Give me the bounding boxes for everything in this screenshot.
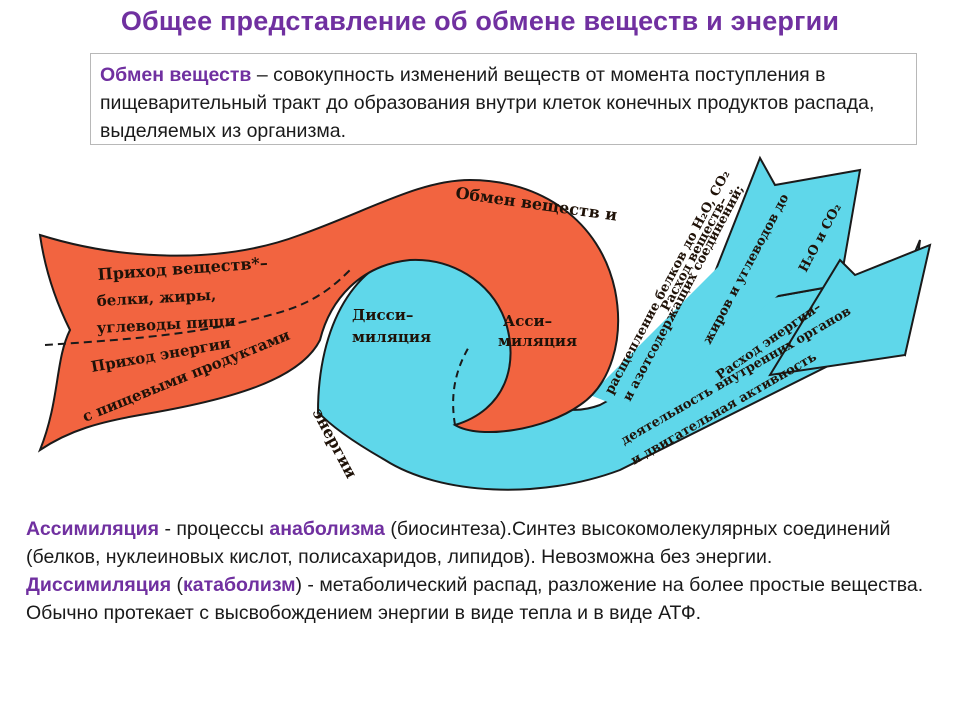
anabolism-term: анаболизма	[269, 518, 385, 540]
dissimilation-label-2: миляция	[352, 328, 431, 346]
dissimilation-term: Диссимиляция	[26, 574, 172, 596]
assimilation-term: Ассимиляция	[26, 518, 160, 540]
dissimilation-paragraph: Диссимиляция (катаболизм) - метаболическ…	[26, 571, 946, 627]
definition-text: – совокупность изменений веществ от моме…	[100, 64, 875, 142]
assimilation-mid: - процессы	[159, 518, 270, 540]
definition-box: Обмен веществ – совокупность изменений в…	[90, 53, 917, 145]
bottom-text: Ассимиляция - процессы анаболизма (биоси…	[26, 515, 946, 627]
dissimilation-open: (	[171, 574, 184, 596]
assimilation-label-1: Асси–	[503, 312, 552, 330]
metabolism-diagram: Обмен веществ и энергии Приход веществ*–…	[37, 155, 932, 491]
catabolism-term: катаболизм	[183, 574, 296, 596]
assimilation-paragraph: Ассимиляция - процессы анаболизма (биоси…	[26, 515, 946, 571]
assimilation-label-2: миляция	[498, 332, 577, 350]
upper-arrow-band	[590, 220, 830, 415]
dashed-divider-assim	[452, 344, 471, 426]
definition-term: Обмен веществ	[100, 64, 252, 86]
assimilation-rest: (биосинтеза).Синтез высокомолекулярных с…	[26, 518, 891, 568]
red-intake-band	[37, 178, 619, 453]
dashed-divider	[44, 269, 351, 346]
lower-arrow-head	[768, 243, 932, 377]
page-title: Общее представление об обмене веществ и …	[120, 6, 840, 36]
dissimilation-rest: ) - метаболический распад, разложение на…	[26, 574, 924, 624]
dissimilation-label-1: Дисси–	[352, 306, 413, 324]
